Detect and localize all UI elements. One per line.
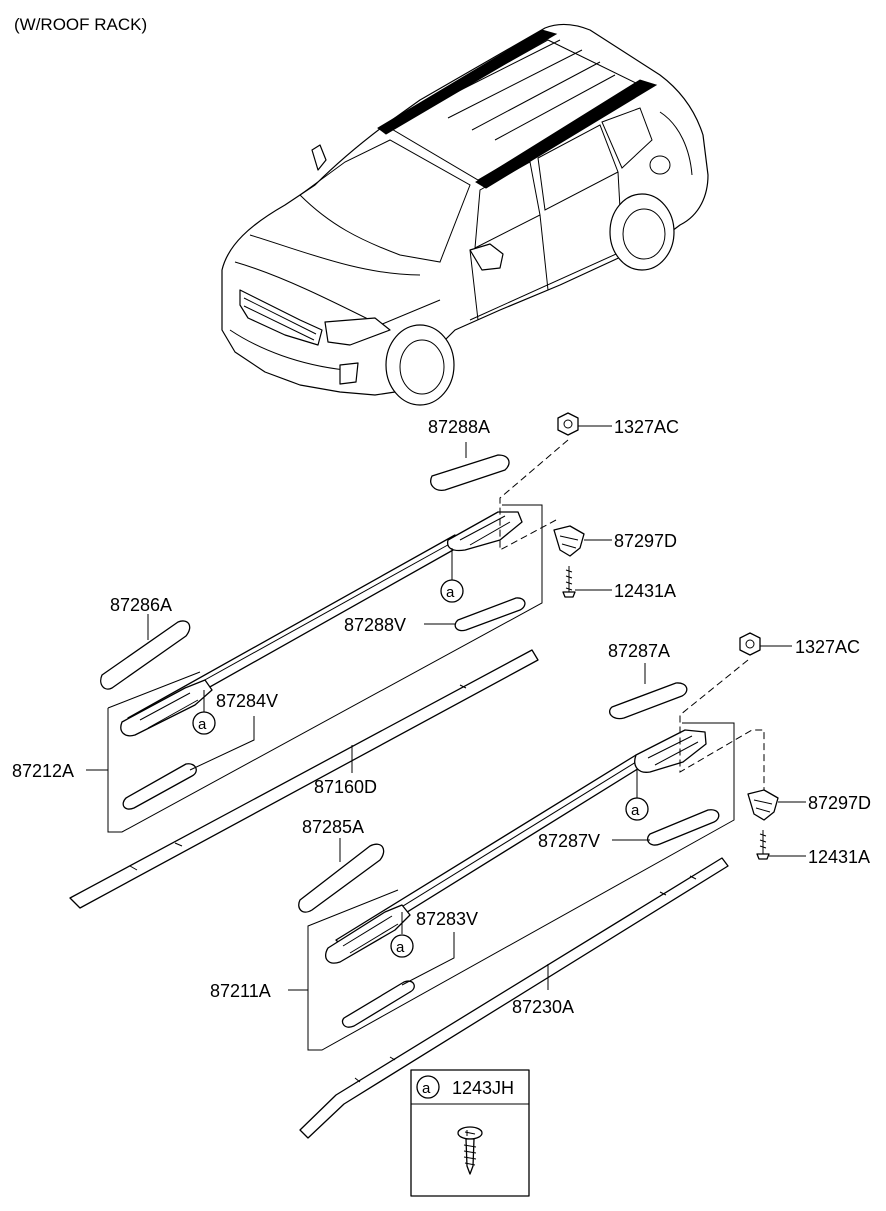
part-87287A bbox=[609, 682, 688, 720]
label-87288V: 87288V bbox=[344, 615, 406, 635]
diagram-title: (W/ROOF RACK) bbox=[14, 15, 147, 34]
callout-label: a bbox=[446, 584, 455, 601]
callout-circle bbox=[625, 797, 649, 821]
rail-rear-leg-lower bbox=[634, 729, 707, 773]
nut-1327AC-bottom bbox=[739, 632, 761, 656]
label-87284V: 87284V bbox=[216, 691, 278, 711]
part-87285A bbox=[298, 843, 385, 913]
callout-circle bbox=[192, 711, 216, 735]
upper-hardware bbox=[499, 412, 585, 598]
part-87160D bbox=[69, 649, 539, 909]
part-labels: 87288A 1327AC 87297D 12431A 87286A 87288… bbox=[12, 417, 871, 1017]
legend-part-number: 1243JH bbox=[452, 1078, 514, 1098]
callout-markers: a a a a bbox=[192, 579, 649, 958]
vehicle-illustration bbox=[221, 23, 709, 406]
rail-front-leg-lower bbox=[325, 904, 411, 964]
label-87297D-bottom: 87297D bbox=[808, 793, 871, 813]
label-87212A: 87212A bbox=[12, 761, 74, 781]
label-87283V: 87283V bbox=[416, 909, 478, 929]
assembly-bracket-87211A bbox=[288, 722, 735, 1051]
label-1327AC-top: 1327AC bbox=[614, 417, 679, 437]
label-12431A-bottom: 12431A bbox=[808, 847, 870, 867]
callout-label: a bbox=[396, 939, 405, 956]
legend-marker: a bbox=[422, 1080, 431, 1097]
screw-12431A-bottom bbox=[756, 853, 770, 860]
legend-box: a 1243JH bbox=[410, 1069, 530, 1197]
leader-lines bbox=[86, 425, 806, 990]
label-87287A: 87287A bbox=[608, 641, 670, 661]
nut-1327AC-top bbox=[557, 412, 579, 436]
label-87297D-top: 87297D bbox=[614, 531, 677, 551]
legend-marker-circle bbox=[416, 1075, 440, 1099]
label-87285A: 87285A bbox=[302, 817, 364, 837]
callout-label: a bbox=[198, 716, 207, 733]
rack-assembly-87211A bbox=[288, 682, 735, 1139]
label-87286A: 87286A bbox=[110, 595, 172, 615]
part-87230A bbox=[299, 857, 729, 1139]
screw-icon bbox=[457, 1126, 483, 1175]
label-12431A-top: 12431A bbox=[614, 581, 676, 601]
part-87286A bbox=[100, 620, 191, 690]
lower-hardware bbox=[679, 632, 779, 860]
label-87287V: 87287V bbox=[538, 831, 600, 851]
callout-circle bbox=[390, 934, 414, 958]
assembly-bracket-87212A bbox=[107, 504, 543, 833]
label-87288A: 87288A bbox=[428, 417, 490, 437]
part-87284V bbox=[122, 763, 197, 810]
clip-87297D-top bbox=[553, 525, 585, 557]
callout-label: a bbox=[631, 802, 640, 819]
label-87160D: 87160D bbox=[314, 777, 377, 797]
clip-87297D-bottom bbox=[747, 789, 779, 821]
part-87288A bbox=[430, 454, 510, 491]
label-87230A: 87230A bbox=[512, 997, 574, 1017]
label-87211A: 87211A bbox=[210, 981, 271, 1001]
part-87288V bbox=[454, 597, 526, 632]
callout-circle bbox=[440, 579, 464, 603]
screw-12431A-top bbox=[562, 591, 576, 598]
rack-assembly-87212A bbox=[69, 454, 543, 909]
rail-rear-leg bbox=[446, 511, 523, 552]
label-1327AC-bottom: 1327AC bbox=[795, 637, 860, 657]
part-87287V bbox=[646, 809, 720, 846]
